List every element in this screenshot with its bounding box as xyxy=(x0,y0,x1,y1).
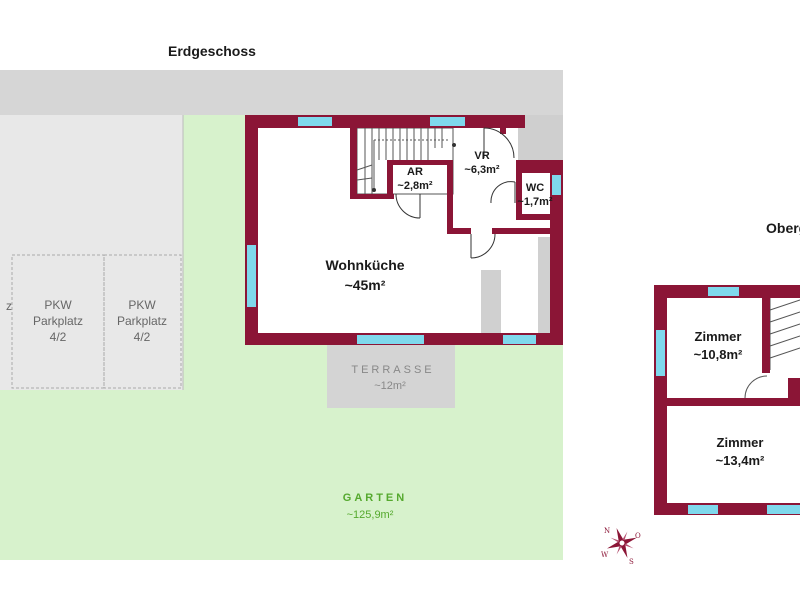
room-vr-name: VR xyxy=(474,150,490,162)
room-ar-name: AR xyxy=(407,166,423,178)
parking-area xyxy=(0,115,183,390)
compass-w: W xyxy=(601,551,609,559)
ground-floor-title: Erdgeschoss xyxy=(168,43,256,59)
room-wc-area: ~1,7m² xyxy=(517,196,553,208)
terrasse-name: TERRASSE xyxy=(351,364,435,376)
compass-s: S xyxy=(629,558,634,566)
room-wohnkueche-name: Wohnküche xyxy=(325,257,405,273)
garten-area: ~125,9m² xyxy=(346,509,394,521)
parking-slot-2-label: Parkplatz xyxy=(116,314,168,328)
room-wohnkueche-area: ~45m² xyxy=(344,277,386,293)
terrasse-area: ~12m² xyxy=(374,380,406,392)
parking-slot-partial: z xyxy=(6,299,12,313)
compass-rose xyxy=(606,527,638,559)
parking-slot-1-label: Parkplatz xyxy=(32,314,84,328)
compass-o: O xyxy=(635,532,641,540)
parking-slot-1-type: PKW xyxy=(44,298,72,312)
upper-floor-windows xyxy=(656,287,800,514)
parking-slot-2-number: 4/2 xyxy=(133,330,151,344)
room-vr-area: ~6,3m² xyxy=(464,164,500,176)
room-zimmer2-name: Zimmer xyxy=(716,435,764,450)
parking-slot-1-number: 4/2 xyxy=(49,330,67,344)
counter xyxy=(481,270,501,333)
room-wc-name: WC xyxy=(525,182,545,194)
paved-path xyxy=(0,70,563,115)
ground-floor-windows xyxy=(247,117,561,344)
parking-slot-1: PKW Parkplatz 4/2 xyxy=(20,297,96,345)
parking-slot-dividers xyxy=(11,254,182,389)
parking-slot-2: PKW Parkplatz 4/2 xyxy=(104,297,180,345)
upper-floor-title: Oberg xyxy=(766,220,800,236)
garten-name: GARTEN xyxy=(342,492,408,504)
room-ar-area: ~2,8m² xyxy=(397,180,433,192)
room-zimmer2-area: ~13,4m² xyxy=(715,453,765,468)
room-zimmer1-name: Zimmer xyxy=(694,329,742,344)
terrace xyxy=(327,343,455,408)
room-zimmer1-area: ~10,8m² xyxy=(693,347,743,362)
parking-slot-2-type: PKW xyxy=(128,298,156,312)
compass-n: N xyxy=(604,527,610,535)
doors xyxy=(372,127,516,259)
